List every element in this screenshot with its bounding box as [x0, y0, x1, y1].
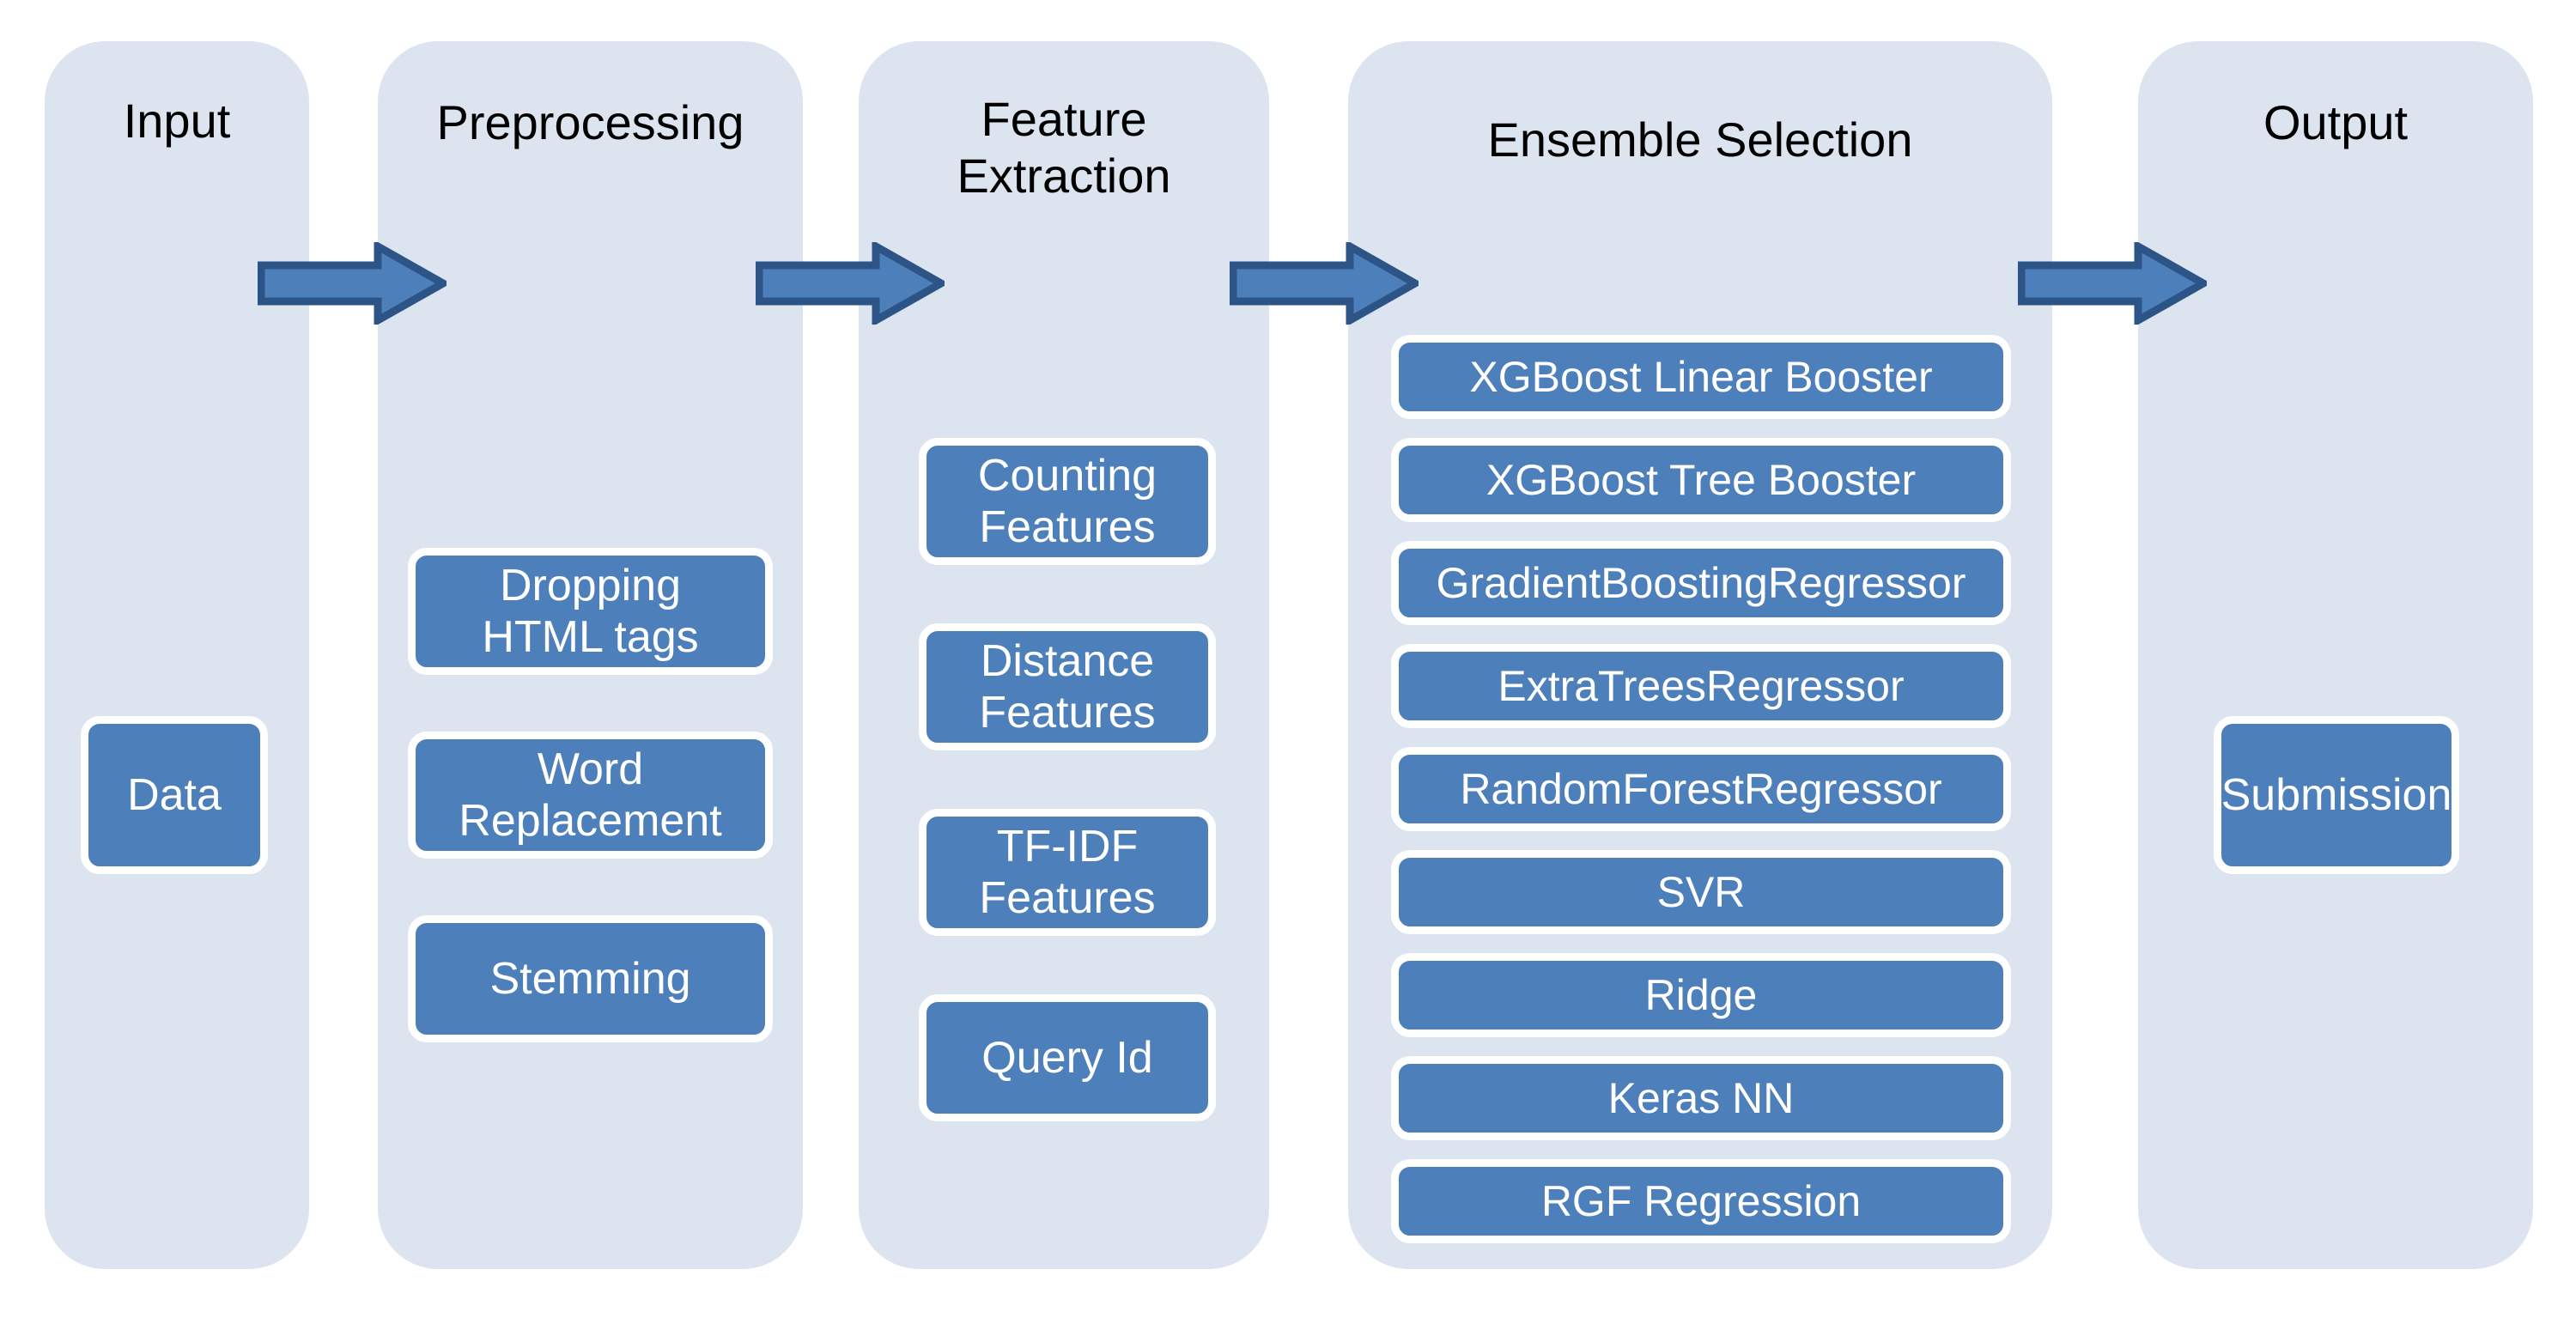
chip-keras-nn[interactable]: Keras NN — [1391, 1056, 2011, 1140]
stage-title-input: Input — [123, 94, 231, 148]
chip-xgboost-tree-booster[interactable]: XGBoost Tree Booster — [1391, 438, 2011, 522]
chip-word-replacement[interactable]: Word Replacement — [408, 732, 773, 859]
chip-counting-features[interactable]: Counting Features — [919, 438, 1216, 565]
stage-title-preprocessing: Preprocessing — [436, 95, 744, 149]
stage-panel-input: Input Data — [45, 41, 309, 1269]
stage-panel-feature-extraction: Feature Extraction Counting Features Dis… — [859, 41, 1269, 1269]
chip-distance-features[interactable]: Distance Features — [919, 623, 1216, 750]
chip-dropping-html-tags[interactable]: Dropping HTML tags — [408, 548, 773, 675]
chip-xgboost-linear-booster[interactable]: XGBoost Linear Booster — [1391, 335, 2011, 419]
stage-title-feature-extraction: Feature Extraction — [957, 92, 1171, 203]
stage-panel-ensemble-selection: Ensemble Selection XGBoost Linear Booste… — [1348, 41, 2052, 1269]
chip-data[interactable]: Data — [81, 716, 268, 874]
chip-tfidf-features[interactable]: TF-IDF Features — [919, 809, 1216, 936]
stage-title-ensemble-selection: Ensemble Selection — [1487, 112, 1913, 167]
chip-gradientboostingregressor[interactable]: GradientBoostingRegressor — [1391, 541, 2011, 625]
chip-stemming[interactable]: Stemming — [408, 915, 773, 1042]
chip-randomforestregressor[interactable]: RandomForestRegressor — [1391, 747, 2011, 831]
chip-ridge[interactable]: Ridge — [1391, 953, 2011, 1037]
stage-title-output: Output — [2263, 95, 2409, 149]
chip-svr[interactable]: SVR — [1391, 850, 2011, 934]
stage-panel-preprocessing: Preprocessing Dropping HTML tags Word Re… — [378, 41, 803, 1269]
chip-submission[interactable]: Submission — [2214, 716, 2459, 874]
arrow-ensemble-to-output — [2018, 242, 2207, 325]
arrow-feature-extraction-to-ensemble — [1230, 242, 1419, 325]
chip-extratreesregressor[interactable]: ExtraTreesRegressor — [1391, 644, 2011, 728]
stage-panel-output: Output Submission — [2138, 41, 2533, 1269]
arrow-preprocessing-to-feature-extraction — [756, 242, 945, 325]
chip-rgf-regression[interactable]: RGF Regression — [1391, 1159, 2011, 1243]
chip-query-id[interactable]: Query Id — [919, 994, 1216, 1121]
arrow-input-to-preprocessing — [258, 242, 447, 325]
